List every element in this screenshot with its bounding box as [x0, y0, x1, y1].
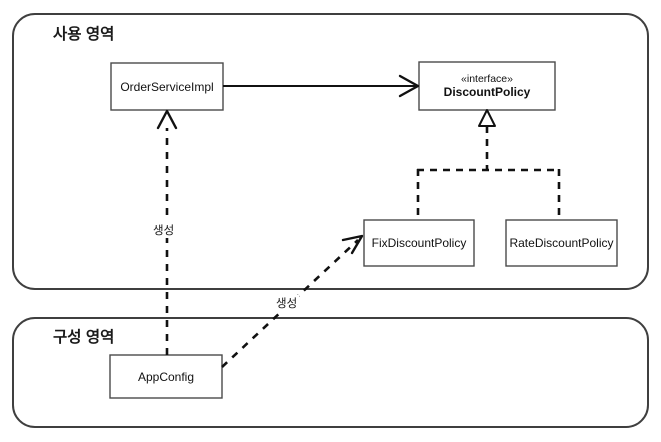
- edge-create-order-service-arrowhead-icon: [156, 109, 178, 130]
- region-title-config-area: 구성 영역: [53, 329, 115, 346]
- edge-uses-arrowhead-icon: [398, 74, 420, 98]
- edge-create-fix-policy-line: [221, 239, 359, 368]
- class-box-order-service-impl[interactable]: [110, 62, 224, 111]
- class-box-fix-discount-policy[interactable]: [363, 219, 475, 267]
- edge-create-fix-policy-arrowhead-icon: [341, 234, 364, 255]
- region-title-usage-area: 사용 영역: [53, 26, 115, 43]
- edge-label-create-fix-policy: 생성: [274, 295, 300, 311]
- edge-label-create-order-service: 생성: [151, 222, 177, 238]
- class-box-app-config[interactable]: [109, 354, 223, 399]
- region-config-area: [12, 317, 649, 428]
- class-box-discount-policy[interactable]: [418, 61, 556, 111]
- class-box-rate-discount-policy[interactable]: [505, 219, 618, 267]
